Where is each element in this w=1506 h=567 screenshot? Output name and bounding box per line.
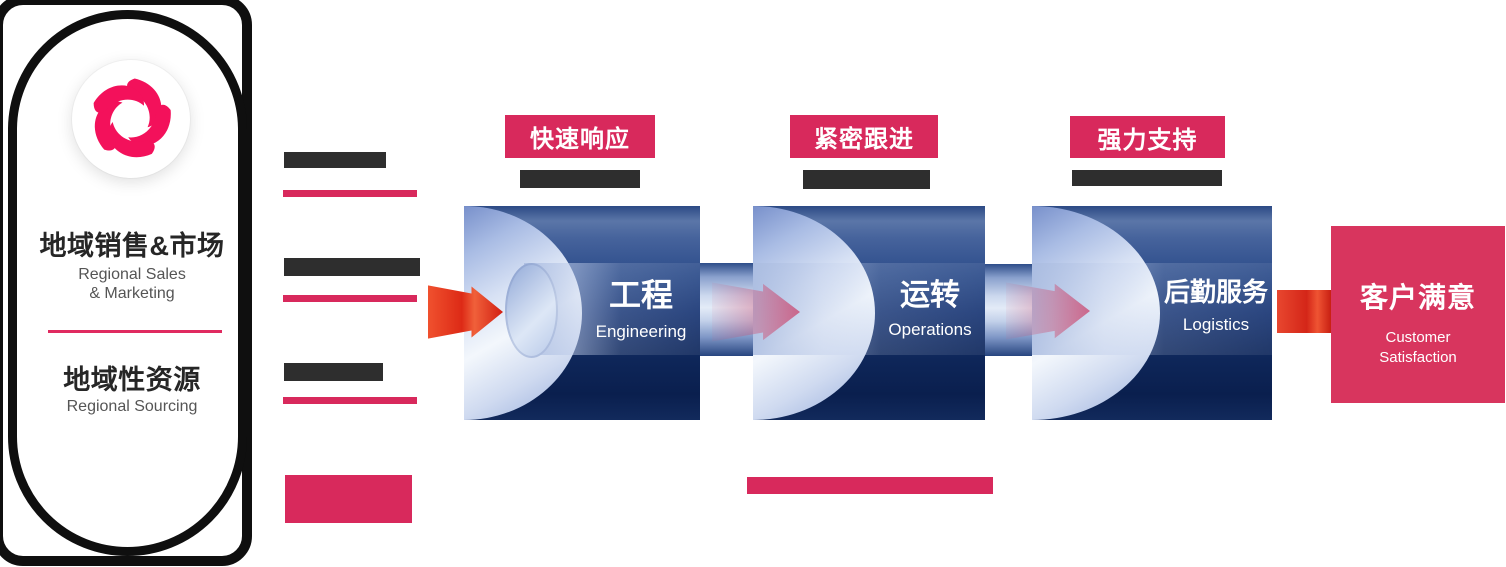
sidebar-subtitle-sourcing: Regional Sourcing	[66, 398, 198, 415]
pink-bar-bottom-center	[747, 477, 993, 494]
placeholder-bar-2	[284, 258, 420, 276]
stage-label-3: 后勤服务 Logistics	[1160, 272, 1272, 335]
badge-underbar-3	[1072, 170, 1222, 186]
badge-underbar-2	[803, 170, 930, 189]
stage-badge-3: 强力支持	[1070, 116, 1225, 158]
sidebar-title-sourcing: 地域性资源	[63, 365, 201, 395]
sidebar-capsule: 地域销售&市场 Regional Sales & Marketing 地域性资源…	[8, 10, 247, 556]
accent-line-1	[283, 190, 417, 197]
stage-title-zh: 后勤服务	[1163, 277, 1268, 307]
accent-line-2	[283, 295, 417, 302]
output-connector-icon	[1277, 290, 1331, 333]
placeholder-bar-1	[284, 152, 386, 168]
stage-title-zh: 工程	[608, 277, 673, 313]
stage-badge-1: 快速响应	[505, 115, 655, 158]
sidebar-subtitle-sales: Regional Sales & Marketing	[78, 266, 186, 302]
swirl-logo-icon	[93, 78, 171, 158]
stage-badge-2: 紧密跟进	[790, 115, 938, 158]
stage-label-1: 工程 Engineering	[582, 270, 700, 342]
capsule-back-frame	[0, 0, 252, 566]
pink-block-bottom-left	[285, 475, 412, 523]
stage-title-en: Logistics	[1182, 315, 1250, 334]
accent-line-3	[283, 397, 417, 404]
result-title: 客户满意	[1359, 282, 1476, 313]
sidebar-title-sales: 地域销售&市场	[39, 231, 225, 261]
stage-title-en: Engineering	[595, 322, 687, 341]
pink-divider	[48, 330, 222, 333]
result-subtitle: Customer Satisfaction	[1379, 329, 1457, 366]
placeholder-bar-3	[284, 363, 383, 381]
stage-title-zh: 运转	[900, 279, 960, 312]
stage-label-2: 运转 Operations	[875, 270, 985, 340]
badge-underbar-1	[520, 170, 640, 188]
pipe-hole	[505, 263, 558, 358]
result-box: 客户满意 Customer Satisfaction	[1331, 226, 1505, 403]
stage-title-en: Operations	[888, 320, 972, 339]
